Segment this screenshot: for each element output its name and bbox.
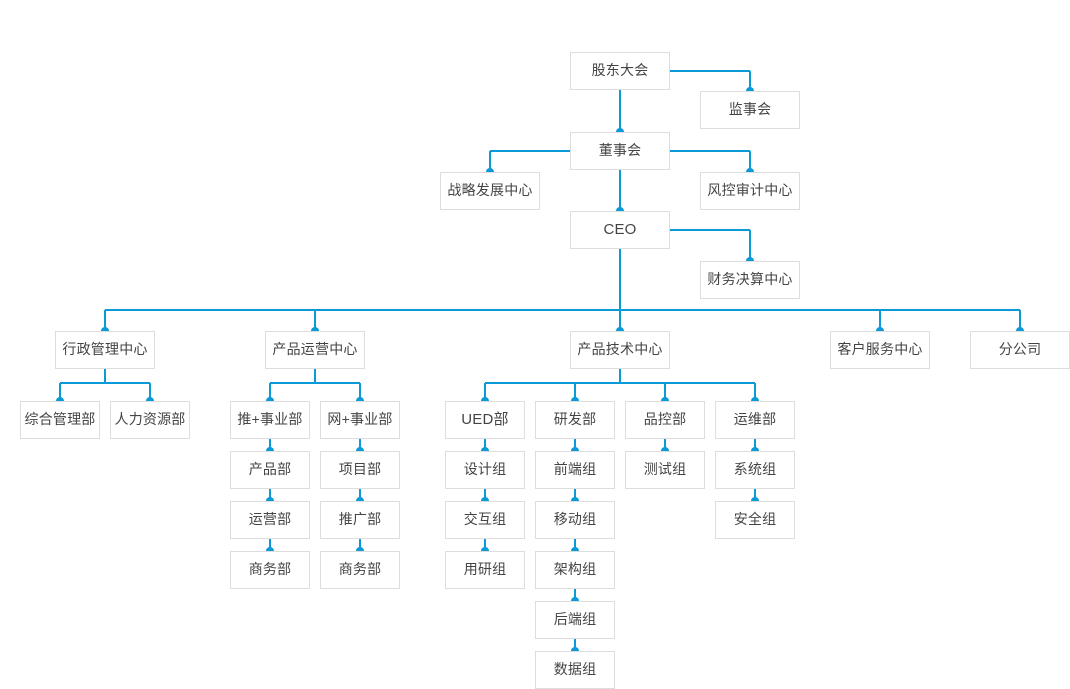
org-node-operations-dept[interactable]: 运营部 xyxy=(230,501,310,539)
org-node-test-group[interactable]: 测试组 xyxy=(625,451,705,489)
org-node-label: 系统组 xyxy=(733,461,777,478)
org-node-label: UED部 xyxy=(461,410,509,428)
org-node-label: 推广部 xyxy=(338,511,382,528)
org-node-devops-dept[interactable]: 运维部 xyxy=(715,401,795,439)
org-node-label: 项目部 xyxy=(338,461,382,478)
org-node-label: 运维部 xyxy=(733,411,777,428)
org-node-wang-plus-bu[interactable]: 网+事业部 xyxy=(320,401,400,439)
org-node-label: 后端组 xyxy=(553,611,597,628)
org-node-data-group[interactable]: 数据组 xyxy=(535,651,615,689)
org-node-shareholders[interactable]: 股东大会 xyxy=(570,52,670,90)
org-node-branch-company[interactable]: 分公司 xyxy=(970,331,1070,369)
org-node-system-group[interactable]: 系统组 xyxy=(715,451,795,489)
org-node-label: 人力资源部 xyxy=(114,411,186,428)
org-node-label: 用研组 xyxy=(463,561,507,578)
org-node-label: 设计组 xyxy=(463,461,507,478)
org-node-backend-group[interactable]: 后端组 xyxy=(535,601,615,639)
org-node-label: 架构组 xyxy=(553,561,597,578)
org-node-product-ops-center[interactable]: 产品运营中心 xyxy=(265,331,365,369)
org-node-ceo[interactable]: CEO xyxy=(570,211,670,249)
org-node-tui-plus-bu[interactable]: 推+事业部 xyxy=(230,401,310,439)
org-node-general-admin-dept[interactable]: 综合管理部 xyxy=(20,401,100,439)
org-node-board[interactable]: 董事会 xyxy=(570,132,670,170)
org-node-ued-dept[interactable]: UED部 xyxy=(445,401,525,439)
org-node-label: 推+事业部 xyxy=(237,411,303,428)
org-node-risk-audit-center[interactable]: 风控审计中心 xyxy=(700,172,800,210)
org-node-label: 综合管理部 xyxy=(24,411,96,428)
org-node-label: 运营部 xyxy=(248,511,292,528)
org-node-label: 产品技术中心 xyxy=(577,341,663,358)
org-node-mobile-group[interactable]: 移动组 xyxy=(535,501,615,539)
org-node-rnd-dept[interactable]: 研发部 xyxy=(535,401,615,439)
org-node-business-dept-1[interactable]: 商务部 xyxy=(230,551,310,589)
org-node-label: 商务部 xyxy=(338,561,382,578)
org-node-label: 财务决算中心 xyxy=(707,271,793,288)
org-node-label: 股东大会 xyxy=(591,62,649,79)
org-node-label: 商务部 xyxy=(248,561,292,578)
org-node-label: 产品运营中心 xyxy=(272,341,358,358)
org-node-label: 安全组 xyxy=(733,511,777,528)
org-node-label: 战略发展中心 xyxy=(447,182,533,199)
org-node-label: 前端组 xyxy=(553,461,597,478)
org-node-label: 数据组 xyxy=(553,661,597,678)
org-node-label: CEO xyxy=(603,220,637,238)
org-node-project-dept[interactable]: 项目部 xyxy=(320,451,400,489)
org-node-label: 研发部 xyxy=(553,411,597,428)
org-node-label: 分公司 xyxy=(998,341,1042,358)
org-node-label: 测试组 xyxy=(643,461,687,478)
org-node-label: 董事会 xyxy=(598,142,642,159)
org-node-strategy-center[interactable]: 战略发展中心 xyxy=(440,172,540,210)
org-node-product-tech-center[interactable]: 产品技术中心 xyxy=(570,331,670,369)
org-node-product-dept[interactable]: 产品部 xyxy=(230,451,310,489)
org-node-label: 产品部 xyxy=(248,461,292,478)
org-node-label: 移动组 xyxy=(553,511,597,528)
org-node-hr-dept[interactable]: 人力资源部 xyxy=(110,401,190,439)
org-node-label: 交互组 xyxy=(463,511,507,528)
org-node-business-dept-2[interactable]: 商务部 xyxy=(320,551,400,589)
org-node-interaction-group[interactable]: 交互组 xyxy=(445,501,525,539)
org-node-label: 客户服务中心 xyxy=(837,341,923,358)
org-node-admin-center[interactable]: 行政管理中心 xyxy=(55,331,155,369)
org-node-label: 风控审计中心 xyxy=(707,182,793,199)
org-node-label: 品控部 xyxy=(643,411,687,428)
org-node-label: 监事会 xyxy=(728,101,772,118)
org-node-promotion-dept[interactable]: 推广部 xyxy=(320,501,400,539)
org-node-label: 行政管理中心 xyxy=(62,341,148,358)
org-node-label: 网+事业部 xyxy=(327,411,393,428)
org-node-qa-dept[interactable]: 品控部 xyxy=(625,401,705,439)
org-node-design-group[interactable]: 设计组 xyxy=(445,451,525,489)
org-node-supervisory[interactable]: 监事会 xyxy=(700,91,800,129)
org-node-frontend-group[interactable]: 前端组 xyxy=(535,451,615,489)
org-node-architecture-group[interactable]: 架构组 xyxy=(535,551,615,589)
org-node-user-research-group[interactable]: 用研组 xyxy=(445,551,525,589)
org-node-security-group[interactable]: 安全组 xyxy=(715,501,795,539)
org-node-finance-center[interactable]: 财务决算中心 xyxy=(700,261,800,299)
org-node-customer-service[interactable]: 客户服务中心 xyxy=(830,331,930,369)
